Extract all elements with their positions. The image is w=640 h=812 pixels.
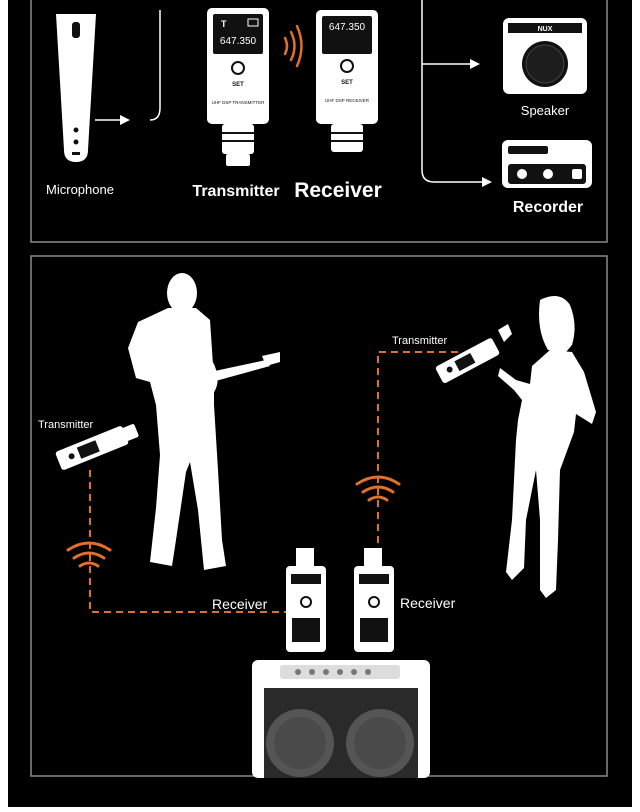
receiver-device: 647.350 SET UHF DSP RECEIVER (316, 10, 378, 152)
transmitter-set-knob (231, 61, 245, 75)
vocal-transmitter-label: Transmitter (392, 335, 448, 347)
guitar-wireless-signal-icon (66, 541, 112, 568)
transmitter-display-letter: T (221, 19, 227, 29)
guitar-transmitter-device (55, 424, 139, 470)
transmitter-set-label: SET (232, 82, 244, 88)
guitar-transmitter-label: Transmitter (38, 419, 94, 431)
mic-cable-line (149, 10, 161, 121)
top-panel: Microphone T 647.350 SET UHF DSP TRANSMI… (30, 0, 608, 243)
transmitter-display-frequency: 647.350 (220, 36, 257, 47)
guitar-receiver-device (286, 548, 326, 652)
receiver-model-text: UHF DSP RECEIVER (325, 98, 370, 103)
receiver-display-frequency: 647.350 (329, 22, 366, 33)
vocal-receiver-label: Receiver (400, 595, 456, 611)
wireless-signal-icon (283, 24, 303, 68)
microphone-icon (56, 14, 96, 162)
vocal-transmitter-device (435, 338, 500, 383)
receiver-set-label: SET (341, 80, 353, 86)
vocal-receiver-device (354, 548, 394, 652)
recorder-label: Recorder (513, 199, 583, 216)
top-panel-frame (30, 0, 608, 243)
microphone-label: Microphone (46, 182, 114, 197)
receiver-set-knob (340, 59, 354, 73)
amplifier-cabinet-icon (252, 660, 430, 778)
bottom-panel: Transmitter Transmitter (30, 255, 608, 778)
transmitter-device: T 647.350 SET UHF DSP TRANSMITTER (207, 8, 269, 166)
speaker-icon: NUX (503, 18, 587, 94)
transmitter-model-text: UHF DSP TRANSMITTER (212, 100, 266, 105)
vocal-signal-path (377, 351, 458, 562)
vocal-wireless-signal-icon (355, 475, 401, 502)
speaker-label: Speaker (521, 103, 570, 118)
speaker-brand-text: NUX (538, 26, 553, 33)
recorder-icon (502, 140, 592, 188)
guitar-receiver-label: Receiver (212, 596, 268, 612)
receiver-label: Receiver (294, 179, 382, 202)
recorder-cable-line (421, 0, 492, 187)
singer-silhouette-icon (498, 296, 596, 598)
guitarist-silhouette-icon (128, 273, 280, 570)
transmitter-label: Transmitter (192, 183, 279, 200)
